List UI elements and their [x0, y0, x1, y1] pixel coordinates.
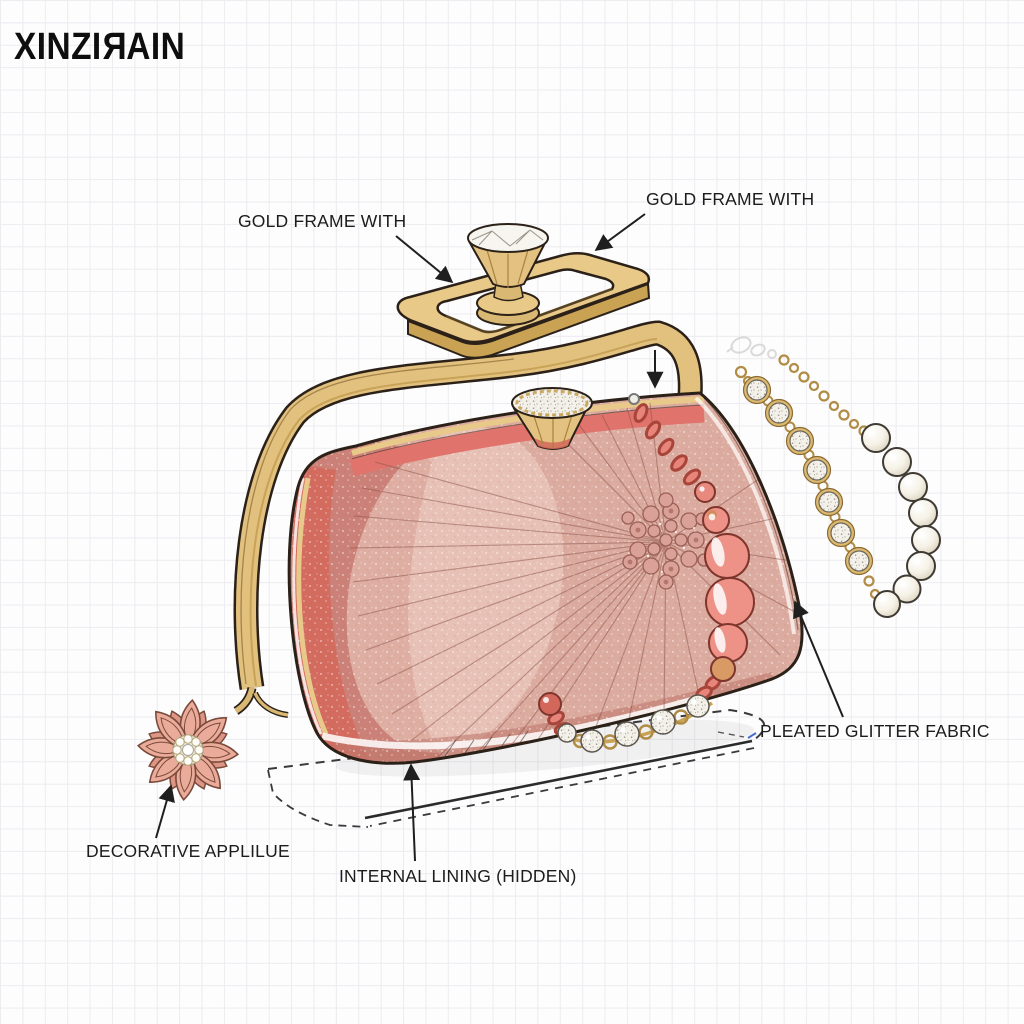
diamond-clasp-knob [467, 223, 549, 326]
crystal-and-pearl-strap [726, 336, 941, 618]
arrow-lining [403, 763, 421, 862]
arrow-frame-right [594, 213, 646, 252]
brand-logo: XINZIRAIN [14, 26, 186, 68]
arrow-applique [155, 784, 175, 839]
detached-gold-frame [396, 223, 651, 359]
gold-frame-handle [233, 320, 703, 718]
label-gold-frame-right: GOLD FRAME WITH [646, 189, 815, 209]
label-internal-lining: INTERNAL LINING (HIDDEN) [339, 866, 577, 886]
arrow-pleated [793, 600, 844, 718]
coral-bead-strand [538, 393, 755, 753]
arrow-frame-left [395, 235, 454, 284]
label-decorative-applique: DECORATIVE APPLILUE [86, 841, 290, 861]
mirrored-r-glyph: R [101, 26, 127, 68]
annotation-arrows [155, 213, 844, 862]
glitter-rosette [621, 492, 711, 590]
label-gold-frame-left: GOLD FRAME WITH [238, 211, 407, 231]
flower-applique [136, 698, 240, 802]
label-pleated-glitter-fabric: PLEATED GLITTER FABRIC [760, 721, 990, 741]
diamond-clasp-on-bag [511, 387, 593, 450]
